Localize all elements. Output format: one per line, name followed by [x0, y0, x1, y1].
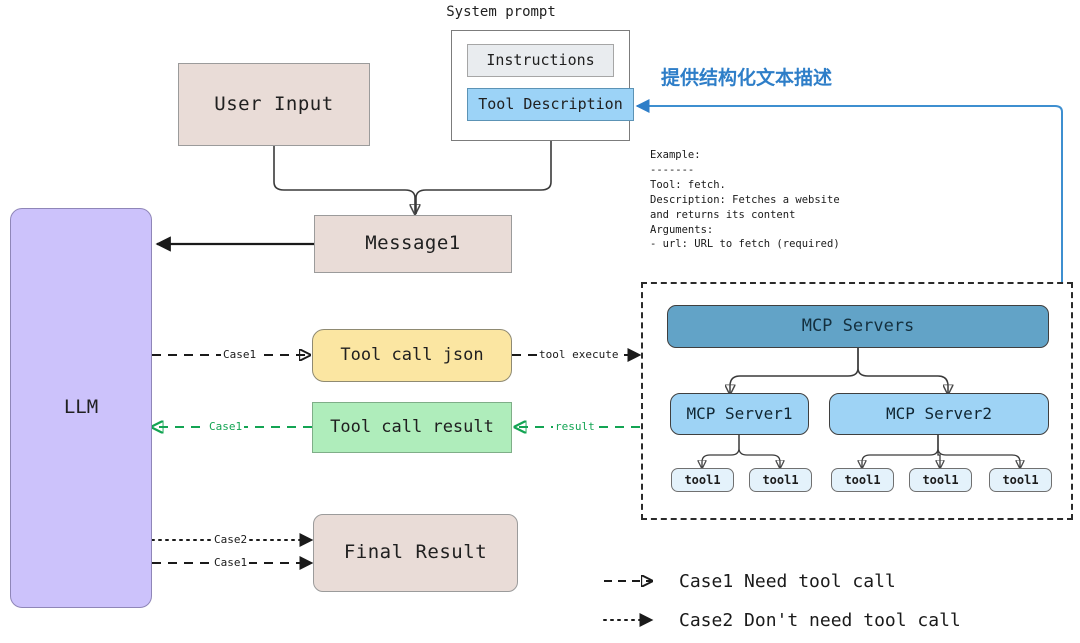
- tool-label: tool1: [762, 472, 799, 487]
- legend-item-case2: Case2 Don't need tool call: [679, 610, 961, 631]
- tool-call-result-box[interactable]: Tool call result: [312, 402, 512, 453]
- mcp-server1-label: MCP Server1: [686, 404, 793, 423]
- message1-label: Message1: [365, 232, 461, 255]
- tool-label: tool1: [684, 472, 721, 487]
- tool-call-json-label: Tool call json: [340, 344, 484, 365]
- tool-label: tool1: [1002, 472, 1039, 487]
- user-input-label: User Input: [214, 92, 334, 115]
- tool-box-server2-b[interactable]: tool1: [909, 468, 972, 492]
- tool-box-server1-b[interactable]: tool1: [749, 468, 812, 492]
- edge-label-result-to-llm: Case1: [207, 420, 245, 433]
- mcp-server2-box[interactable]: MCP Server2: [829, 393, 1049, 435]
- instructions-box[interactable]: Instructions: [467, 44, 614, 77]
- final-result-label: Final Result: [343, 541, 488, 564]
- tool-description-example-text: Example: ------- Tool: fetch. Descriptio…: [650, 149, 840, 251]
- tool-box-server2-a[interactable]: tool1: [831, 468, 894, 492]
- edge-label-result: result: [553, 420, 597, 433]
- system-prompt-caption-text: System prompt: [446, 4, 556, 20]
- message1-box[interactable]: Message1: [314, 215, 512, 273]
- tool-call-result-label: Tool call result: [330, 416, 494, 437]
- edge-label-llm-to-tool-call: Case1: [221, 348, 259, 361]
- tool-box-server2-c[interactable]: tool1: [989, 468, 1052, 492]
- mcp-servers-container: [641, 282, 1073, 520]
- tool-label: tool1: [922, 472, 959, 487]
- tool-description-box[interactable]: Tool Description: [467, 88, 634, 121]
- tool-label: tool1: [844, 472, 881, 487]
- annotation-structured-text-description: 提供结构化文本描述: [661, 67, 833, 89]
- edge-label-case1-final: Case1: [212, 556, 250, 569]
- system-prompt-caption: System prompt: [446, 4, 556, 20]
- mcp-servers-box[interactable]: MCP Servers: [667, 305, 1049, 348]
- user-input-box[interactable]: User Input: [178, 63, 370, 146]
- tool-box-server1-a[interactable]: tool1: [671, 468, 734, 492]
- mcp-servers-label: MCP Servers: [801, 315, 915, 336]
- llm-box[interactable]: LLM: [10, 208, 152, 608]
- tool-call-json-box[interactable]: Tool call json: [312, 329, 512, 382]
- final-result-box[interactable]: Final Result: [313, 514, 518, 592]
- tool-description-label: Tool Description: [478, 95, 623, 114]
- instructions-label: Instructions: [486, 51, 595, 70]
- mcp-server2-label: MCP Server2: [886, 404, 992, 423]
- legend-item-case1: Case1 Need tool call: [679, 571, 896, 592]
- edge-label-case2-final: Case2: [212, 533, 250, 546]
- mcp-server1-box[interactable]: MCP Server1: [670, 393, 809, 435]
- llm-label: LLM: [63, 396, 99, 419]
- edge-label-tool-execute: tool execute: [537, 348, 621, 361]
